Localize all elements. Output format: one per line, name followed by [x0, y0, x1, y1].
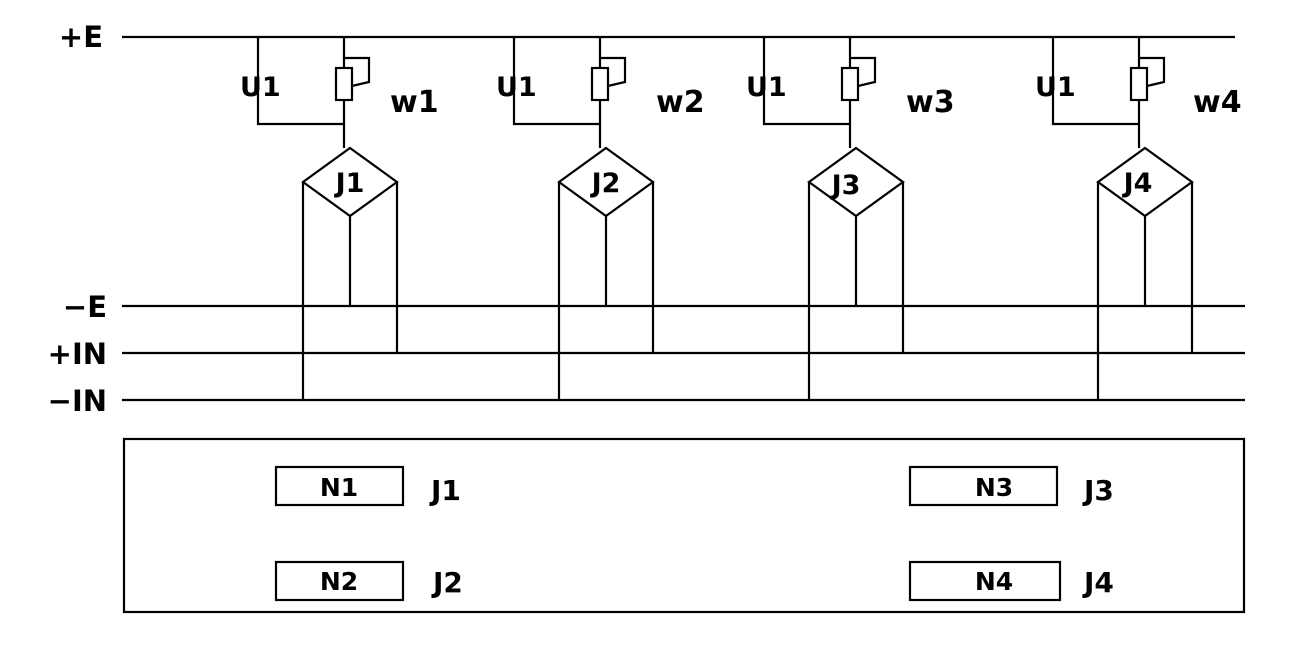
- w1-wiper: [344, 56, 371, 88]
- legend-j1-label: J1: [429, 474, 461, 507]
- u1-loop: [512, 37, 600, 126]
- legend-j2-label: J2: [431, 566, 463, 599]
- rail-label-neg-e: −E: [63, 290, 107, 324]
- n3-label: N3: [975, 473, 1013, 502]
- n1-label: N1: [320, 473, 358, 502]
- channel-1: U1 w1 J1: [240, 37, 439, 400]
- w3-potentiometer: [840, 66, 860, 102]
- w1-potentiometer: [334, 66, 354, 102]
- rail-label-pos-in: +IN: [48, 337, 107, 371]
- n1-box: [274, 465, 405, 507]
- n2-label: N2: [320, 567, 358, 596]
- u1-label: U1: [1035, 72, 1076, 103]
- u1-loop: [256, 37, 344, 126]
- n4-box: [908, 560, 1062, 602]
- w3-wiper: [850, 56, 877, 88]
- n2-box: [274, 560, 405, 602]
- u1-label: U1: [496, 72, 537, 103]
- n4-label: N4: [975, 567, 1013, 596]
- u1-loop: [762, 37, 850, 126]
- legend-border: [122, 437, 1246, 614]
- u1-label: U1: [746, 72, 787, 103]
- w2-label: w2: [656, 85, 705, 120]
- j2-diamond-label: J2: [590, 168, 621, 199]
- w2-potentiometer: [590, 66, 610, 102]
- legend-j3-label: J3: [1082, 474, 1114, 507]
- legend-panel: N1 J1 N2 J2 N3 J3 N4 J4: [122, 437, 1246, 614]
- rail-label-pos-e: +E: [59, 20, 103, 54]
- channel-4: U1 w4 J4: [1035, 37, 1242, 400]
- n3-box: [908, 465, 1059, 507]
- u1-label: U1: [240, 72, 281, 103]
- rails: +E −E +IN −IN: [48, 20, 1245, 418]
- j3-diamond-label: J3: [830, 170, 861, 201]
- w1-label: w1: [390, 85, 439, 120]
- w2-wiper: [600, 56, 627, 88]
- legend-j4-label: J4: [1082, 566, 1114, 599]
- rail-label-neg-in: −IN: [48, 384, 107, 418]
- channel-3: U1 w3 J3: [746, 37, 955, 400]
- w4-wiper: [1139, 56, 1166, 88]
- w4-label: w4: [1193, 85, 1242, 120]
- w4-potentiometer: [1129, 66, 1149, 102]
- channel-2: U1 w2 J2: [496, 37, 705, 400]
- w3-label: w3: [906, 85, 955, 120]
- j4-diamond-label: J4: [1122, 168, 1153, 199]
- j1-diamond-label: J1: [334, 168, 365, 199]
- u1-loop: [1051, 37, 1139, 126]
